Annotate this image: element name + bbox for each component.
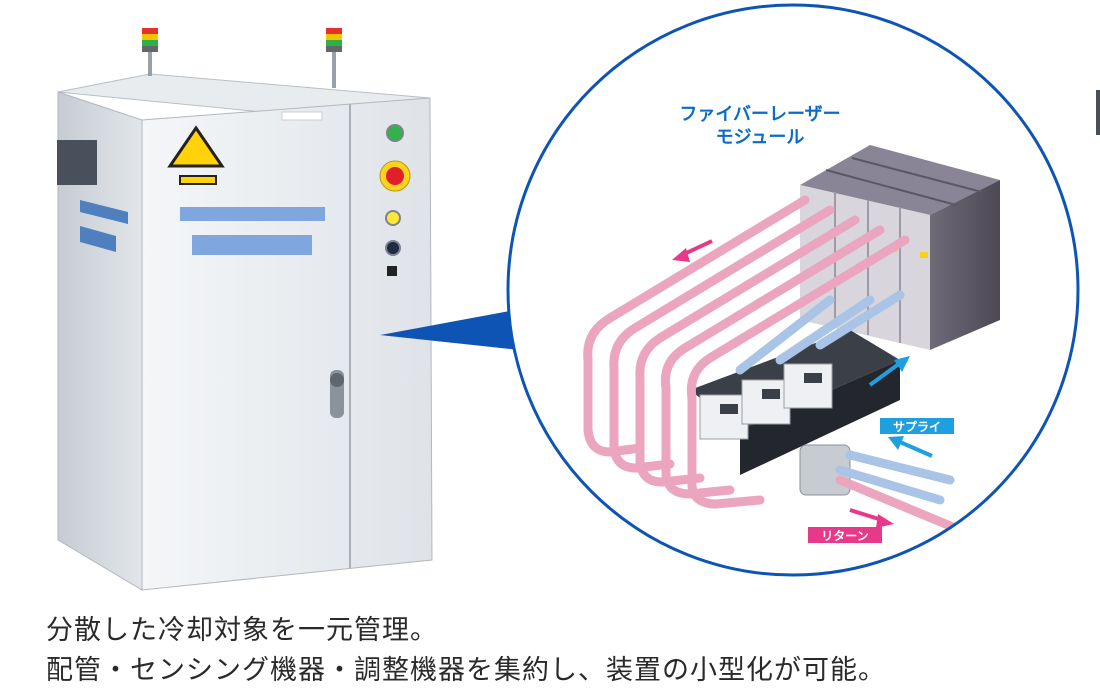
green-lamp: [386, 124, 404, 142]
return-arrow-out-icon: [849, 508, 894, 528]
return-arrow-top-icon: [672, 239, 713, 262]
return-tag: リターン: [808, 527, 882, 543]
callout-pointer: [380, 310, 520, 350]
key-switch: [387, 266, 397, 276]
system-illustration: サプライ リターン ファイバーレーザー モジュール: [57, 3, 1100, 591]
cabinet-label-1: [180, 207, 325, 221]
emergency-stop-button: [386, 167, 404, 185]
cabinet-label-2: [192, 235, 312, 255]
supply-tag: サプライ: [880, 418, 954, 434]
signal-tower-right: [326, 28, 342, 88]
edge-mark: [1096, 90, 1100, 135]
svg-text:サプライ: サプライ: [893, 419, 941, 434]
caption-line-2: 配管・センシング機器・調整機器を集約し、装置の小型化が可能。: [46, 655, 886, 686]
zoom-circle: サプライ リターン ファイバーレーザー モジュール: [506, 3, 1080, 577]
supply-arrow-up-icon: [868, 356, 910, 387]
door-handle: [330, 370, 344, 418]
return-hoses: [583, 195, 965, 535]
manifold-block: [690, 330, 900, 496]
supply-arrow-in-icon: [888, 436, 933, 458]
signal-tower-left: [142, 28, 158, 76]
supply-hoses: [735, 290, 955, 505]
black-switch: [385, 240, 401, 256]
yellow-lamp: [385, 210, 401, 226]
module-label-line2: モジュール: [716, 127, 805, 148]
svg-text:リターン: リターン: [821, 529, 868, 543]
warning-sign-icon: [167, 125, 225, 185]
caption-line-1: 分散した冷却対象を一元管理。: [46, 615, 438, 646]
module-label-line1: ファイバーレーザー: [679, 104, 840, 125]
control-cabinet: [57, 28, 433, 591]
